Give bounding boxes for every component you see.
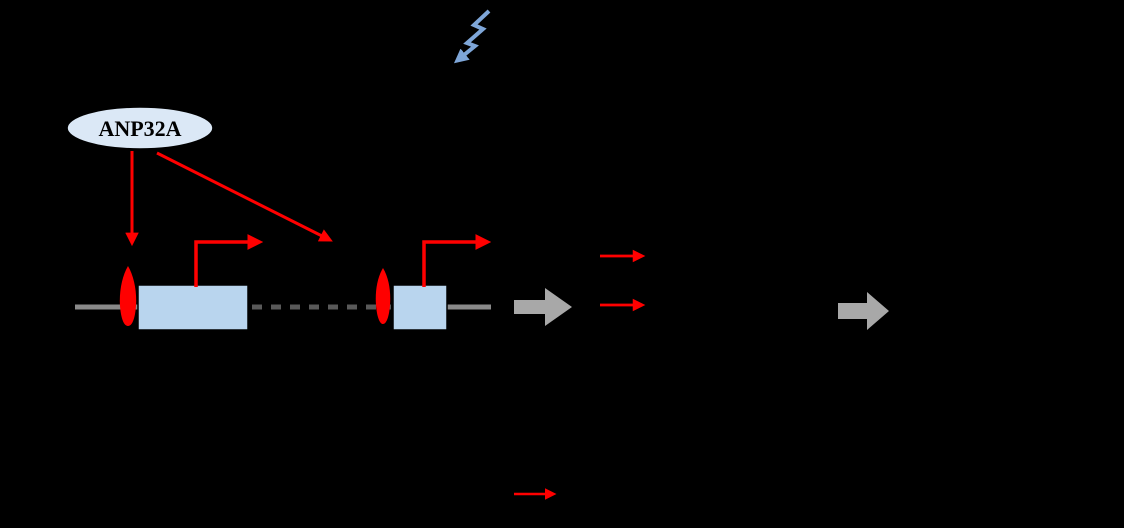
process-block-arrow-1 (514, 288, 572, 326)
binding-flame-icon-1 (119, 266, 137, 326)
anp32a-to-gene2-arrow (156, 151, 333, 242)
anp32a-label: ANP32A (98, 116, 181, 141)
gene-box-2 (392, 284, 448, 331)
transcription-start-arrow-2 (422, 234, 492, 287)
process-block-arrow-2 (838, 292, 889, 330)
binding-flame-icon-2 (375, 268, 391, 324)
transcription-start-arrow-1 (194, 234, 264, 287)
gene-box-1 (137, 284, 249, 331)
anp32a-ellipse (66, 106, 214, 150)
stimulus-squiggle-arrow-icon (453, 9, 491, 64)
anp32a-badge: ANP32A (66, 106, 214, 150)
